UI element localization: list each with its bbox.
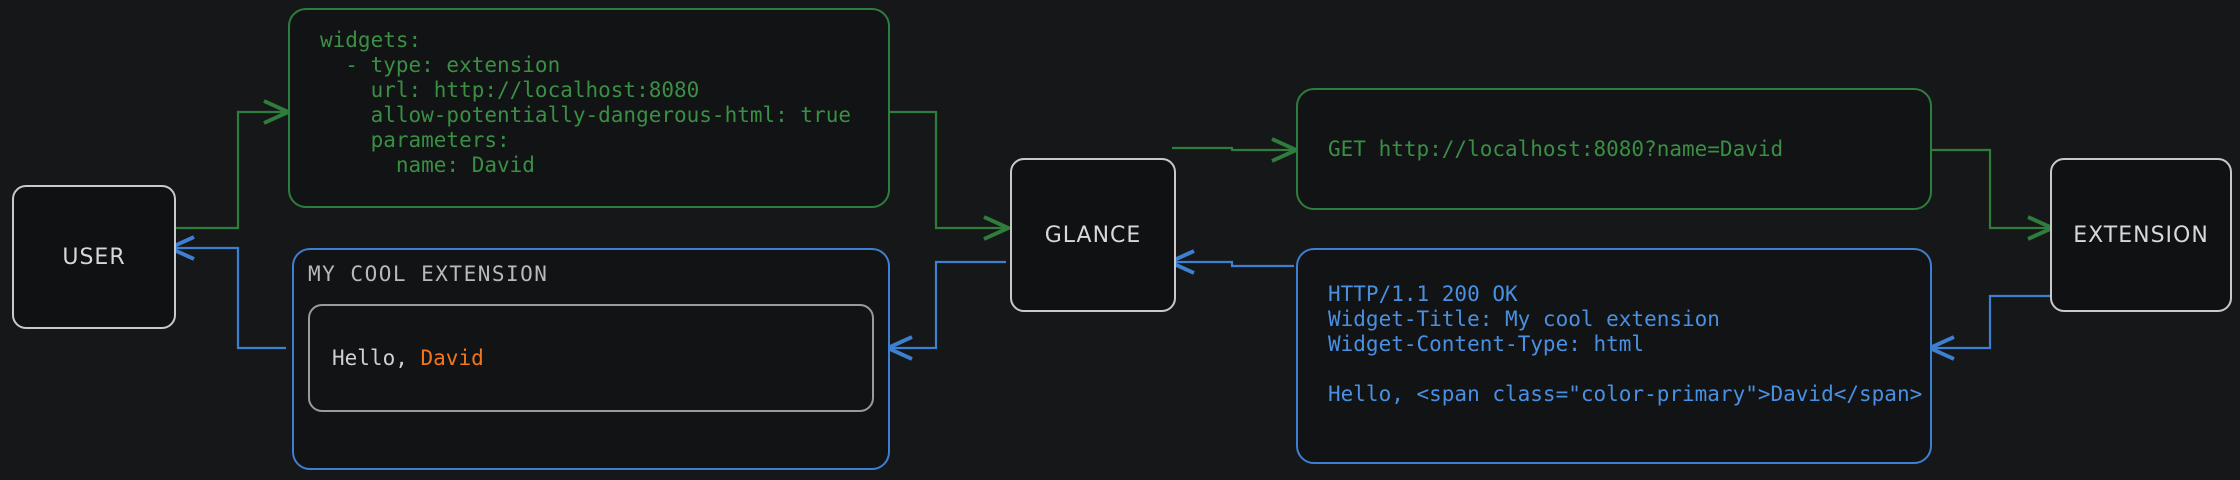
node-glance[interactable]: GLANCE <box>1010 158 1176 312</box>
node-glance-label: GLANCE <box>1044 222 1142 248</box>
node-user-label: USER <box>62 244 126 270</box>
http-response-text: HTTP/1.1 200 OK Widget-Title: My cool ex… <box>1328 282 1923 406</box>
widget-greeting-text: Hello, <box>332 346 421 370</box>
connector-config-to-glance <box>890 110 1006 228</box>
http-request-text: GET http://localhost:8080?name=David <box>1328 136 1784 161</box>
widget-greeting-name: David <box>420 346 484 370</box>
connector-glance-to-request <box>1172 148 1294 150</box>
connector-glance-to-widget <box>890 260 1006 348</box>
node-extension-label: EXTENSION <box>2073 222 2209 248</box>
connector-extension-to-response <box>1932 294 2050 348</box>
widget-preview-title: MY COOL EXTENSION <box>308 262 549 286</box>
yaml-config-text: widgets: - type: extension url: http://l… <box>320 28 852 177</box>
panel-http-response: HTTP/1.1 200 OK Widget-Title: My cool ex… <box>1296 248 1932 464</box>
widget-preview-body: Hello, David <box>308 304 874 412</box>
panel-http-request: GET http://localhost:8080?name=David <box>1296 88 1932 210</box>
node-user[interactable]: USER <box>12 185 176 329</box>
connector-widget-to-user <box>172 248 286 350</box>
connector-response-to-glance <box>1172 262 1294 266</box>
panel-widget-preview: MY COOL EXTENSION Hello, David <box>292 248 890 470</box>
connector-request-to-extension <box>1932 148 2050 228</box>
connector-user-to-config <box>172 112 286 230</box>
panel-yaml-config: widgets: - type: extension url: http://l… <box>288 8 890 208</box>
node-extension[interactable]: EXTENSION <box>2050 158 2232 312</box>
